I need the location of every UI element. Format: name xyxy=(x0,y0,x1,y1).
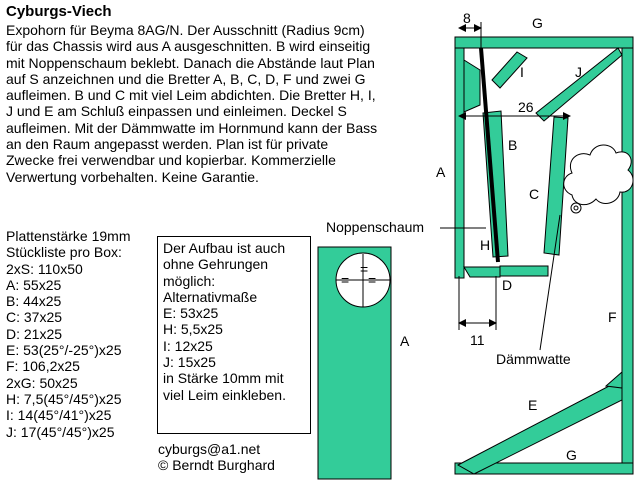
parts-list-line: Plattenstärke 19mm xyxy=(6,228,131,244)
alt-line: J: 15x25 xyxy=(163,354,216,371)
equal-mark: = xyxy=(360,261,368,277)
driver xyxy=(463,47,500,263)
instruction-line: auf S anzeichnen und die Bretter A, B, C… xyxy=(6,70,366,87)
parts-list-line: H: 7,5(45°/45°)x25 xyxy=(6,390,122,407)
alt-line: viel Leim einkleben. xyxy=(163,386,286,403)
alt-line: möglich: xyxy=(163,272,216,289)
damping-wool-curl xyxy=(570,202,582,214)
instruction-line: Expohorn für Beyma 8AG/N. Der Ausschnitt… xyxy=(6,22,365,38)
label-i: I xyxy=(520,64,524,80)
equal-mark: = xyxy=(341,272,349,288)
board-j xyxy=(535,47,623,122)
instruction-line: an den Raum angepasst werden. Plan ist f… xyxy=(6,136,329,153)
page-title: Cyburgs-Viech xyxy=(6,3,112,20)
board-a-side xyxy=(454,47,465,279)
parts-list-line: B: 44x25 xyxy=(6,293,62,310)
board-g-bottom xyxy=(454,462,634,475)
parts-list-line: E: 53(25°/-25°)x25 xyxy=(6,342,122,359)
label-c: C xyxy=(529,186,539,202)
panel-a-front-view: = = = xyxy=(317,246,392,480)
contact-info: cyburgs@a1.net © Berndt Burghard xyxy=(158,441,275,474)
label-g-top: G xyxy=(532,15,543,31)
board-g-top xyxy=(454,36,634,49)
parts-list-line: I: 14(45°/41°)x25 xyxy=(6,407,112,424)
damping-wool-curl xyxy=(573,205,579,211)
instructions-text: Expohorn für Beyma 8AG/N. Der Ausschnitt… xyxy=(6,22,377,185)
board-i xyxy=(491,51,528,89)
instruction-line: Zwecke frei verwendbar und kopierbar. Ko… xyxy=(6,152,336,169)
label-f: F xyxy=(608,309,617,325)
driver-plane xyxy=(479,47,500,263)
board-d xyxy=(499,265,549,277)
parts-list-line: 2xG: 50x25 xyxy=(6,374,78,391)
instruction-line: aufleimen. Mit der Dämmwatte im Hornmund… xyxy=(6,119,378,136)
alternative-dimensions-text: Der Aufbau ist auch ohne Gehrungen mögli… xyxy=(163,240,286,403)
parts-list: Plattenstärke 19mm Stückliste pro Box: 2… xyxy=(6,228,131,440)
label-h: H xyxy=(480,237,490,253)
daemmwatte-leader xyxy=(539,214,561,351)
instruction-line: für das Chassis wird aus A ausgeschnitte… xyxy=(6,38,371,55)
parts-list-line: F: 106,2x25 xyxy=(6,358,80,375)
label-g-bottom: G xyxy=(566,447,577,463)
label-j: J xyxy=(575,64,582,80)
board-corner xyxy=(604,370,623,389)
alternative-dimensions-box xyxy=(157,236,311,434)
label-noppenschaum: Noppenschaum xyxy=(326,219,424,235)
enclosure-section xyxy=(454,36,634,475)
parts-list-line: C: 37x25 xyxy=(6,309,63,326)
label-dim-11: 11 xyxy=(470,332,485,348)
label-dim-26: 26 xyxy=(518,99,534,115)
instruction-line: Verwertung vorbehalten. Keine Garantie. xyxy=(6,168,259,185)
copyright: © Berndt Burghard xyxy=(158,457,275,474)
parts-list-line: J: 17(45°/45°)x25 xyxy=(6,423,115,440)
label-a-side: A xyxy=(436,164,446,180)
contact-email: cyburgs@a1.net xyxy=(158,441,261,457)
alt-line: I: 12x25 xyxy=(163,337,213,354)
equal-mark: = xyxy=(368,272,376,288)
parts-list-line: 2xS: 110x50 xyxy=(6,260,83,277)
instruction-line: aufleimen. B und C mit viel Leim abdicht… xyxy=(6,87,376,104)
board-h xyxy=(463,266,501,278)
parts-list-line: Stückliste pro Box: xyxy=(6,244,122,261)
label-dim-8: 8 xyxy=(463,10,471,26)
label-b: B xyxy=(508,137,517,153)
alt-line: in Stärke 10mm mit xyxy=(163,370,284,387)
label-daemmwatte: Dämmwatte xyxy=(496,351,571,367)
instruction-line: J und E am Schluß einpassen und einleime… xyxy=(6,103,347,120)
alt-line: ohne Gehrungen xyxy=(163,256,269,273)
label-a-panel: A xyxy=(400,333,410,349)
parts-list-line: A: 55x25 xyxy=(6,276,62,293)
label-d: D xyxy=(502,277,512,293)
driver-basket xyxy=(463,59,481,113)
damping-wool xyxy=(563,144,634,206)
label-e: E xyxy=(528,397,537,413)
parts-list-line: D: 21x25 xyxy=(6,325,63,342)
dimensions xyxy=(440,22,571,351)
instruction-line: mit Noppenschaum beklebt. Danach die Abs… xyxy=(6,54,375,71)
alt-line: Alternativmaße xyxy=(163,288,258,305)
alt-line: H: 5,5x25 xyxy=(163,321,223,338)
alt-line: E: 53x25 xyxy=(163,305,219,322)
board-f xyxy=(621,47,634,464)
alt-line: Der Aufbau ist auch xyxy=(163,240,286,256)
board-e xyxy=(456,384,623,475)
